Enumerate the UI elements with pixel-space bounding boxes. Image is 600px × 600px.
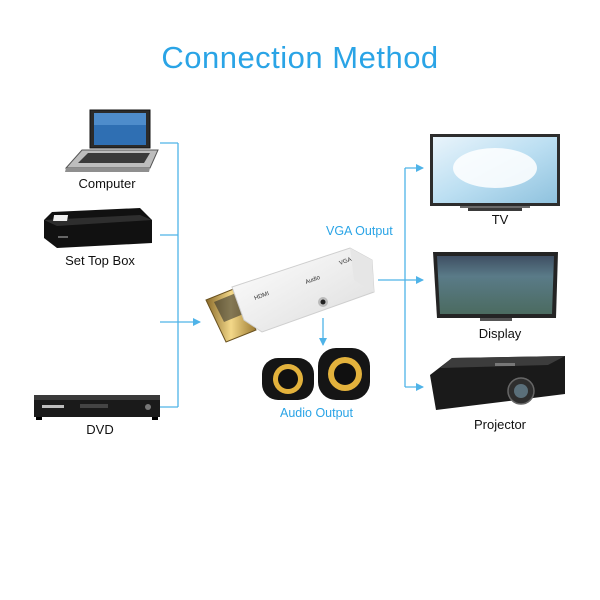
hdmi-vga-adapter-icon: HDMI Audio VGA <box>205 247 375 343</box>
set-top-box-icon <box>44 208 152 248</box>
page-title: Connection Method <box>161 40 439 75</box>
input-connector-lines <box>160 142 201 408</box>
dvd-label: DVD <box>86 422 114 437</box>
dvd-player-icon <box>34 395 160 420</box>
adapter-audio-label: Audio <box>305 275 322 286</box>
laptop-icon <box>64 109 159 172</box>
vga-output-label: VGA Output <box>326 224 393 238</box>
adapter-hdmi-label: HDMI <box>254 291 271 302</box>
computer-label: Computer <box>78 176 136 191</box>
adapter-vga-label: VGA <box>339 257 353 267</box>
projector-icon <box>430 356 565 410</box>
speakers-icon <box>262 348 370 400</box>
output-connector-lines <box>378 164 424 391</box>
monitor-icon <box>433 252 558 321</box>
audio-output-label: Audio Output <box>280 406 353 420</box>
set-top-box-label: Set Top Box <box>65 253 135 268</box>
display-label: Display <box>478 326 522 341</box>
tv-label: TV <box>491 212 509 227</box>
tv-icon <box>430 134 560 211</box>
projector-label: Projector <box>473 417 527 432</box>
